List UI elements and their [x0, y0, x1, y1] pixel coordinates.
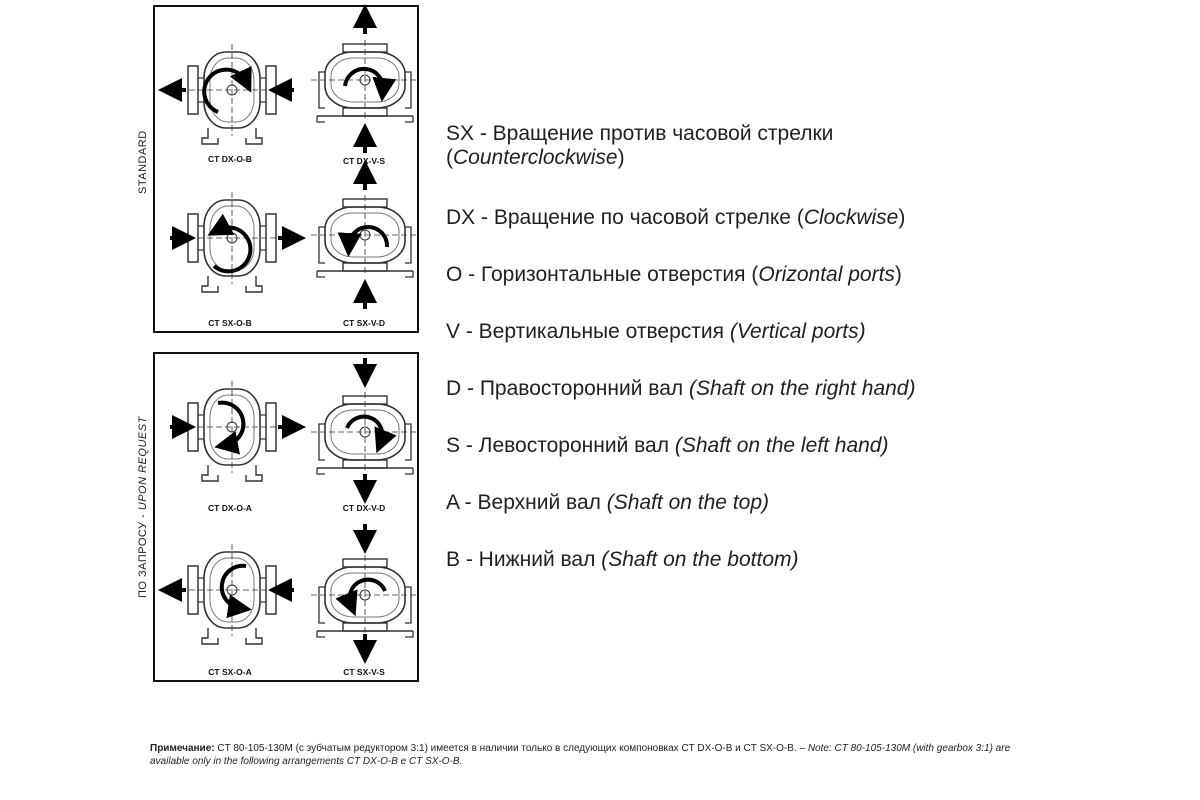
- arrow-up-in-dx-v-s: [353, 123, 377, 153]
- caption-dx-v-d: CT DX-V-D: [342, 503, 386, 513]
- legend-dx: DX - Вращение по часовой стрелке (Clockw…: [446, 206, 906, 229]
- arrow-down-out-dx-v-d: [353, 474, 377, 504]
- caption-sx-v-s: CT SX-V-S: [343, 667, 385, 677]
- legend-v: V - Вертикальные отверстия (Vertical por…: [446, 320, 866, 343]
- caption-dx-o-b: CT DX-O-B: [208, 154, 252, 164]
- pump-dx-o-b-diagram: [158, 43, 294, 145]
- arrow-down-in-dx-v-d: [353, 358, 377, 388]
- arrow-down-out-sx-v-s: [353, 634, 377, 664]
- pump-sx-v-d-diagram: [310, 194, 420, 278]
- legend-d: D - Правосторонний вал (Shaft on the rig…: [446, 377, 916, 400]
- standard-label: STANDARD: [137, 130, 149, 194]
- pump-sx-v-s-diagram: [310, 554, 420, 638]
- arrow-up-in-sx-v-d: [353, 279, 377, 309]
- pump-dx-v-s-diagram: [310, 39, 420, 123]
- legend-o: O - Горизонтальные отверстия (Orizontal …: [446, 263, 902, 286]
- legend-a: A - Верхний вал (Shaft on the top): [446, 491, 770, 514]
- pump-sx-o-a-diagram: [158, 543, 294, 645]
- caption-sx-o-b: CT SX-O-B: [208, 318, 252, 328]
- pump-dx-v-d-diagram: [310, 391, 420, 475]
- legend-s: S - Левосторонний вал (Shaft on the left…: [446, 434, 889, 457]
- caption-sx-v-d: CT SX-V-D: [342, 318, 386, 328]
- arrow-up-out-dx-v-s: [353, 4, 377, 34]
- caption-sx-o-a: CT SX-O-A: [208, 667, 252, 677]
- legend-b: B - Нижний вал (Shaft on the bottom): [446, 548, 799, 571]
- caption-dx-o-a: CT DX-O-A: [208, 503, 252, 513]
- legend-sx: SX - Вращение против часовой стрелки(Cou…: [446, 122, 834, 169]
- footnote: Примечание: CT 80-105-130M (с зубчатым р…: [150, 743, 1011, 767]
- upon-request-label: ПО ЗАПРОСУ - UPON REQUEST: [137, 416, 149, 598]
- pump-dx-o-a-diagram: [170, 380, 306, 482]
- arrow-up-out-sx-v-d: [353, 160, 377, 190]
- arrow-down-in-sx-v-s: [353, 524, 377, 554]
- pump-sx-o-b-diagram: [170, 191, 306, 293]
